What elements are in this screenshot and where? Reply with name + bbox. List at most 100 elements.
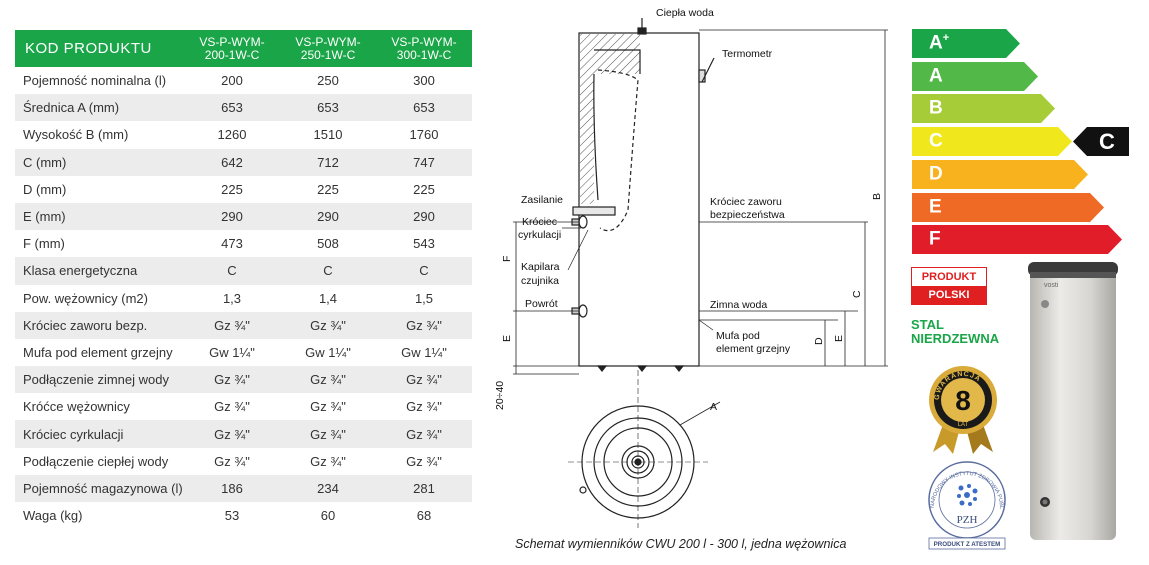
row-value: 747: [376, 148, 472, 176]
insulation-hatch: [580, 34, 594, 204]
label-dim-base: 20÷40: [494, 381, 506, 410]
row-value: Gz ¾": [214, 453, 250, 469]
row-value: C: [280, 257, 376, 285]
label-dim-f: F: [501, 256, 513, 262]
table-header-row: KOD PRODUKTU VS-P-WYM-200-1W-C VS-P-WYM-…: [15, 30, 472, 67]
row-value: 290: [184, 202, 280, 231]
energy-class-letter: A: [929, 65, 943, 87]
table-row: Mufa pod element grzejny Gw 1¼" Gw 1¼" Gw 1…: [15, 339, 472, 366]
row-label: Pow. wężownicy (m2): [23, 290, 148, 306]
row-value: Gz ¾": [376, 311, 472, 339]
label-dim-d: D: [813, 337, 825, 345]
row-label: E (mm): [15, 202, 184, 231]
row-value: 653: [184, 94, 280, 122]
row-label: D (mm): [23, 181, 67, 197]
row-value: Gz ¾": [376, 366, 472, 394]
energy-class-letter: C: [929, 130, 943, 152]
row-label: Króciec cyrkulacji: [15, 420, 184, 448]
energy-class-letter: D: [929, 163, 943, 185]
row-label: Waga (kg): [23, 508, 83, 524]
pzh-mark: PZH: [957, 514, 978, 526]
label-mufa: Mufa pod: [716, 330, 760, 342]
energy-class-bar: E: [912, 192, 1104, 222]
row-label: Króćce wężownicy: [23, 399, 130, 415]
label-krociec-zaworu-2: bezpieczeństwa: [710, 209, 785, 221]
label-dim-e-right: E: [833, 335, 845, 342]
label-krociec-zaworu: Króciec zaworu: [710, 196, 782, 208]
warranty-medal-icon: GWARANCJA 8 LAT: [929, 366, 997, 454]
warranty-unit: LAT: [958, 422, 969, 428]
row-value: 1,4: [318, 290, 338, 306]
label-krociec-cyrkulacji-2: cyrkulacji: [518, 229, 561, 241]
energy-rating-marker: C: [1073, 127, 1129, 156]
row-value: 653: [280, 94, 376, 122]
energy-class-letter: A+: [929, 32, 950, 54]
tank-outline: [578, 32, 700, 367]
row-value: Gw 1¼": [401, 344, 447, 360]
row-label: Mufa pod element grzejny: [23, 344, 173, 360]
row-label: C (mm): [15, 148, 184, 176]
row-value: 234: [280, 474, 376, 502]
row-value: 1760: [409, 127, 439, 143]
row-value: Gz ¾": [214, 399, 250, 415]
label-dim-c: C: [851, 290, 863, 298]
row-value: Gz ¾": [280, 366, 376, 394]
warranty-years: 8: [955, 385, 971, 416]
label-dim-b: B: [871, 193, 883, 200]
row-value: Gz ¾": [184, 420, 280, 448]
row-value: 225: [221, 181, 243, 197]
row-value: Gw 1¼": [305, 344, 351, 360]
energy-class-bar: B: [912, 94, 1055, 124]
row-label: Średnica A (mm): [15, 94, 184, 122]
row-value: Gz ¾": [376, 420, 472, 448]
row-label: Króciec zaworu bezp.: [15, 311, 184, 339]
row-value: Gz ¾": [280, 420, 376, 448]
produkt-polski-badge: PRODUKT POLSKI: [911, 267, 987, 305]
row-value: 508: [317, 236, 339, 252]
stal-nierdzewna-label: STAL NIERDZEWNA: [911, 317, 1000, 346]
row-value: Gz ¾": [184, 311, 280, 339]
row-value: Gw 1¼": [209, 344, 255, 360]
energy-class-bar: F: [912, 225, 1122, 255]
row-value: Gz ¾": [280, 311, 376, 339]
spec-table: KOD PRODUKTU VS-P-WYM-200-1W-C VS-P-WYM-…: [15, 30, 472, 529]
badge-polski: POLSKI: [911, 286, 987, 305]
row-label: Pojemność nominalna (l): [23, 73, 167, 89]
badge-produkt: PRODUKT: [911, 267, 987, 286]
row-value: Gz ¾": [310, 399, 346, 415]
energy-class-bar: C: [912, 127, 1072, 157]
row-label: F (mm): [23, 236, 65, 252]
label-dim-e: E: [501, 335, 513, 342]
label-zimna-woda: Zimna woda: [710, 299, 767, 311]
label-dim-a: A: [710, 401, 717, 413]
energy-class-letter: E: [929, 195, 942, 217]
row-value: 300: [413, 73, 435, 89]
energy-class-bar: D: [912, 159, 1088, 189]
label-zasilanie: Zasilanie: [521, 194, 563, 206]
label-kapilara: Kapilara: [521, 261, 560, 273]
label-termometr: Termometr: [722, 48, 773, 60]
row-value: Gz ¾": [184, 366, 280, 394]
row-value: Gz ¾": [406, 453, 442, 469]
row-value: 225: [413, 181, 435, 197]
row-value: C: [184, 257, 280, 285]
label-powrot: Powrót: [525, 298, 558, 310]
row-value: 250: [317, 73, 339, 89]
row-value: Gz ¾": [310, 453, 346, 469]
row-value: 543: [413, 236, 435, 252]
